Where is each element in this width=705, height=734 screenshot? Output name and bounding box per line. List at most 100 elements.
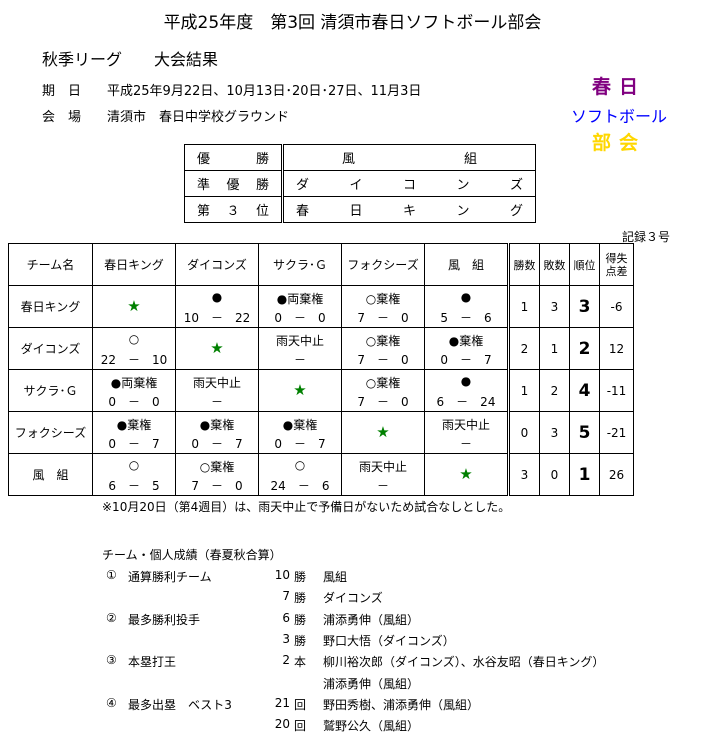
results-header-row: チーム名 春日キング ダイコンズ サクラ･Ｇ フォクシーズ 風 組 勝数 敗数 … xyxy=(8,243,634,286)
stat-count: 20 xyxy=(274,717,290,731)
match-score: 0 － 7 xyxy=(191,437,243,451)
match-result: ○棄権 xyxy=(365,376,401,390)
match-score: － xyxy=(210,395,223,409)
record-number: 記録３号 xyxy=(622,230,671,244)
stat-unit: 勝 xyxy=(294,591,307,605)
placing-label-char: 第 xyxy=(197,204,211,219)
placing-label-char: 勝 xyxy=(255,152,269,167)
logo-line2: ソフトボール xyxy=(571,107,668,126)
self-match-cell: ★ xyxy=(258,369,342,412)
row-rank-value: 5 xyxy=(578,422,591,443)
match-result: ○ xyxy=(128,458,140,472)
venue-value: 清須市 春日中学校グラウンド xyxy=(107,110,290,125)
stat-number: ① xyxy=(106,568,117,582)
match-score: 22 － 10 xyxy=(100,353,168,367)
row-losses: 3 xyxy=(539,411,570,454)
stat-category: 最多勝利投手 xyxy=(128,613,201,627)
row-losses: 0 xyxy=(539,453,570,496)
match-cell: ○24 － 6 xyxy=(258,453,342,496)
match-cell: 雨天中止－ xyxy=(341,453,425,496)
stat-count: 3 xyxy=(282,632,290,646)
match-score: 7 － 0 xyxy=(357,395,409,409)
row-team-name: フォクシーズ xyxy=(8,411,93,454)
placing-label-char: 優 xyxy=(197,152,211,167)
page-subtitle: 秋季リーグ 大会結果 xyxy=(42,50,219,69)
placing-team-char: ズ xyxy=(509,178,523,193)
placing-team-char: ン xyxy=(456,178,470,193)
row-team-name: サクラ･Ｇ xyxy=(8,369,93,412)
header-opponent: サクラ･Ｇ xyxy=(258,243,342,286)
stat-count: 6 xyxy=(282,611,290,625)
row-wins-value: 1 xyxy=(520,383,529,398)
match-result: ● xyxy=(460,290,472,304)
stat-unit: 回 xyxy=(294,719,307,733)
placing-team-char: グ xyxy=(509,204,523,219)
placing-row: 優勝風組 xyxy=(184,144,536,171)
stat-name: 鷲野公久（風組） xyxy=(323,719,420,733)
match-score: 6 － 24 xyxy=(436,395,496,409)
stat-count: 21 xyxy=(274,696,290,710)
row-wins: 2 xyxy=(507,327,540,370)
stat-name: 風組 xyxy=(323,570,348,584)
row-rank: 2 xyxy=(569,327,600,370)
results-table: チーム名 春日キング ダイコンズ サクラ･Ｇ フォクシーズ 風 組 勝数 敗数 … xyxy=(8,243,634,496)
header-rank: 順位 xyxy=(569,243,600,286)
placing-team-char: イ xyxy=(349,178,363,193)
stat-unit: 勝 xyxy=(294,613,307,627)
header-diff-line1: 得失 xyxy=(605,251,628,265)
match-score: 6 － 5 xyxy=(108,479,160,493)
logo-line3: 部会 xyxy=(592,132,647,154)
stat-number: ④ xyxy=(106,696,117,710)
logo-line1: 春日 xyxy=(592,76,647,98)
placing-label-char: 勝 xyxy=(255,178,269,193)
stat-count: 2 xyxy=(282,653,290,667)
header-opponent: 春日キング xyxy=(92,243,176,286)
self-match-cell: ★ xyxy=(92,285,176,328)
match-cell: ○ 6 － 5 xyxy=(92,453,176,496)
row-wins: 1 xyxy=(507,285,540,328)
stats-heading: チーム・個人成績（春夏秋合算） xyxy=(102,548,282,562)
self-match-cell: ★ xyxy=(341,411,425,454)
match-score: 0 － 0 xyxy=(274,311,326,325)
row-team-name: ダイコンズ xyxy=(8,327,93,370)
match-cell: ●10 － 22 xyxy=(175,285,259,328)
header-team: チーム名 xyxy=(8,243,93,286)
row-rank: 4 xyxy=(569,369,600,412)
placing-team: 春日キング xyxy=(282,196,536,223)
star-icon: ★ xyxy=(459,465,473,483)
match-cell: ●5 － 6 xyxy=(424,285,509,328)
star-icon: ★ xyxy=(293,381,307,399)
row-team-name: 風 組 xyxy=(8,453,93,496)
match-result: 雨天中止 xyxy=(358,460,407,474)
match-result: ○ xyxy=(294,458,306,472)
match-result: 雨天中止 xyxy=(441,418,490,432)
row-losses: 1 xyxy=(539,327,570,370)
header-diff: 得失点差 xyxy=(599,243,634,286)
placing-team-char: キ xyxy=(402,204,416,219)
match-cell: 雨天中止－ xyxy=(175,369,259,412)
header-opponent: フォクシーズ xyxy=(341,243,425,286)
star-icon: ★ xyxy=(210,339,224,357)
placing-team-char: 風 xyxy=(342,152,356,167)
row-wins-value: 1 xyxy=(520,299,529,314)
placing-team-char: ン xyxy=(456,204,470,219)
row-losses-value: 0 xyxy=(550,467,559,482)
row-rank: 3 xyxy=(569,285,600,328)
stat-unit: 回 xyxy=(294,698,307,712)
row-wins-value: 3 xyxy=(520,467,529,482)
match-score: 0 － 7 xyxy=(274,437,326,451)
star-icon: ★ xyxy=(376,423,390,441)
match-score: 7 － 0 xyxy=(357,353,409,367)
row-diff: 26 xyxy=(599,453,634,496)
placing-row: 準優勝ダイコンズ xyxy=(184,170,536,197)
